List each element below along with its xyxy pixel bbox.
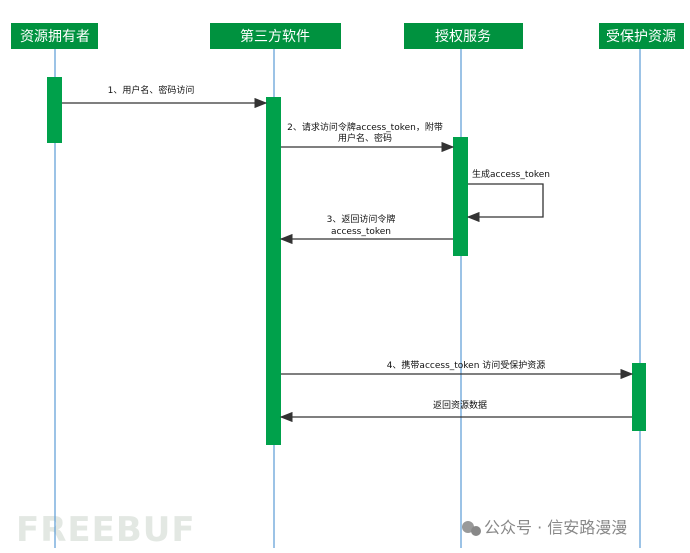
message-label-3a: 3、返回访问令牌 bbox=[327, 213, 396, 225]
message-label-2b: 用户名、密码 bbox=[338, 132, 392, 144]
message-label-3b: access_token bbox=[331, 227, 391, 237]
wechat-icon bbox=[462, 521, 481, 536]
svg-text:资源拥有者: 资源拥有者 bbox=[20, 29, 90, 45]
participant-resource-owner: 资源拥有者 bbox=[11, 23, 98, 49]
participant-auth-service: 授权服务 bbox=[404, 23, 523, 49]
activation-auth-service bbox=[453, 137, 468, 256]
svg-text:第三方软件: 第三方软件 bbox=[240, 28, 310, 45]
activation-third-party-app bbox=[266, 97, 281, 445]
message-label-5: 返回资源数据 bbox=[433, 399, 487, 411]
message-label-4: 4、携带access_token 访问受保护资源 bbox=[387, 359, 546, 371]
watermark-account: 公众号 · 信安路漫漫 bbox=[484, 518, 627, 537]
message-label-1: 1、用户名、密码访问 bbox=[108, 84, 195, 96]
self-message-arrow bbox=[466, 183, 544, 223]
participant-third-party-app: 第三方软件 bbox=[210, 23, 341, 49]
message-label-2a: 2、请求访问令牌access_token，附带 bbox=[287, 121, 443, 133]
participant-protected-resource: 受保护资源 bbox=[599, 23, 684, 49]
svg-text:受保护资源: 受保护资源 bbox=[606, 29, 676, 45]
activation-resource-owner bbox=[47, 77, 62, 143]
svg-text:授权服务: 授权服务 bbox=[435, 29, 491, 45]
self-message-label: 生成access_token bbox=[472, 168, 550, 180]
watermark-freebuf: FREEBUF bbox=[16, 510, 196, 550]
activation-protected-resource bbox=[632, 363, 646, 431]
